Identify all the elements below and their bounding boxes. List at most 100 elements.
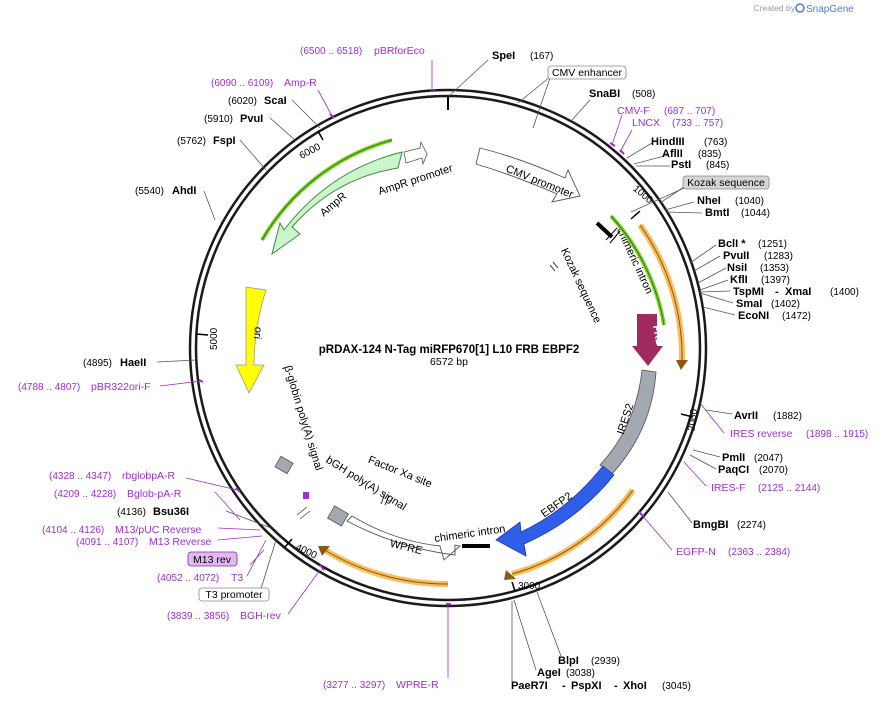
orange-region-arc-bottom-left <box>321 546 449 588</box>
site-tspmi-sep: - <box>775 286 779 298</box>
site-paqci-pos: (2070) <box>759 465 788 476</box>
ebfp2-arrow[interactable] <box>495 465 615 557</box>
frb-arrow[interactable] <box>632 314 663 366</box>
primer-m13puc-name[interactable]: M13/pUC Reverse <box>115 524 202 536</box>
primer-bghrev-range: (3839 .. 3856) <box>167 611 229 622</box>
primer-bghrev-name[interactable]: BGH-rev <box>240 610 282 622</box>
site-bcli-name[interactable]: BclI * <box>718 238 746 250</box>
primer-wprer-name[interactable]: WPRE-R <box>396 679 439 691</box>
brand-name: SnapGene <box>806 4 854 15</box>
site-bsu36i-pos: (4136) <box>117 507 146 518</box>
tick-5000: 5000 <box>209 327 220 350</box>
cmv-promoter-arrow[interactable] <box>475 147 581 203</box>
site-econi-name[interactable]: EcoNI <box>738 310 769 322</box>
primer-pbr322-range: (4788 .. 4807) <box>18 382 80 393</box>
site-kfli-name[interactable]: KflI <box>730 274 748 286</box>
site-snabi-pos: (508) <box>632 89 655 100</box>
site-bmgbi-name[interactable]: BmgBI <box>693 519 728 531</box>
kozak-box[interactable] <box>682 175 770 190</box>
primer-m13rev-name[interactable]: M13 Reverse <box>149 536 212 548</box>
site-blpi-name[interactable]: BlpI <box>558 655 579 667</box>
beta-globin-box[interactable] <box>274 455 294 475</box>
site-fspi-name[interactable]: FspI <box>213 135 236 147</box>
site-spei-name[interactable]: SpeI <box>492 50 515 62</box>
primer-t3-name[interactable]: T3 <box>231 572 243 584</box>
site-pmli-name[interactable]: PmlI <box>722 452 745 464</box>
site-tspmi-pos: (1400) <box>830 287 859 298</box>
ampr-promoter-arrow[interactable] <box>403 140 428 166</box>
site-hindiii-pos: (763) <box>704 137 727 148</box>
site-scai-pos: (6020) <box>228 96 257 107</box>
primer-iresf-name[interactable]: IRES-F <box>711 482 745 494</box>
site-paer7i-name[interactable]: PaeR7I <box>511 680 548 692</box>
created-by-label: Created by <box>753 3 795 13</box>
plasmid-size: 6572 bp <box>430 356 468 368</box>
beta-globin-label: β-globin poly(A) signal <box>281 364 324 472</box>
site-xmai-name[interactable]: XmaI <box>785 286 811 298</box>
primer-rbglob-name[interactable]: rbglobpA-R <box>122 470 176 482</box>
site-haeii-pos: (4895) <box>83 358 112 369</box>
primer-m13rev-range: (4091 .. 4107) <box>76 537 138 548</box>
site-nhei-name[interactable]: NheI <box>697 195 721 207</box>
site-psti-name[interactable]: PstI <box>671 159 691 171</box>
site-paer7i-sep1: - <box>562 680 566 692</box>
kozak-box-label: Kozak sequence <box>687 177 765 189</box>
ori-arrow[interactable] <box>235 286 267 394</box>
cmv-enhancer-box[interactable] <box>547 65 627 80</box>
site-agei-pos: (3038) <box>566 668 595 679</box>
m13rev-box[interactable] <box>187 551 238 567</box>
primer-ampr-name[interactable]: Amp-R <box>284 77 317 89</box>
site-pspxi-name[interactable]: PspXI <box>571 680 602 692</box>
site-hindiii-name[interactable]: HindIII <box>651 136 685 148</box>
site-nsii-pos: (1353) <box>760 263 789 274</box>
primer-ticks <box>198 113 644 605</box>
t3-promoter-label: T3 promoter <box>205 589 263 601</box>
site-haeii-name[interactable]: HaeII <box>120 357 146 369</box>
primer-lncx-name[interactable]: LNCX <box>632 117 660 129</box>
primer-bglob-range: (4209 .. 4228) <box>54 489 116 500</box>
site-bsu36i-name[interactable]: Bsu36I <box>153 506 189 518</box>
site-tspmi-name[interactable]: TspMI <box>733 286 764 298</box>
site-blpi-pos: (2939) <box>591 656 620 667</box>
primer-rbglob-range: (4328 .. 4347) <box>49 471 111 482</box>
ampr-arrow[interactable] <box>271 151 403 256</box>
site-aflii-name[interactable]: AflII <box>662 148 683 160</box>
site-pvuii-pos: (1283) <box>764 251 793 262</box>
site-xhoi-name[interactable]: XhoI <box>623 680 647 692</box>
frb-label: FRB <box>650 324 664 346</box>
site-pvui-name[interactable]: PvuI <box>240 113 263 125</box>
site-spei-pos: (167) <box>530 51 553 62</box>
primer-t3-range: (4052 .. 4072) <box>157 573 219 584</box>
site-avrii-name[interactable]: AvrII <box>734 410 758 422</box>
site-snabi-name[interactable]: SnaBI <box>589 88 620 100</box>
primer-cmvf-name[interactable]: CMV-F <box>617 105 650 117</box>
primer-pbrforeco-name[interactable]: pBRforEco <box>374 45 425 57</box>
primer-iresrev-range: (1898 .. 1915) <box>806 429 868 440</box>
site-nhei-pos: (1040) <box>735 196 764 207</box>
primer-iresrev-name[interactable]: IRES reverse <box>730 428 793 440</box>
t3-promoter-box[interactable] <box>198 587 270 602</box>
site-agei-name[interactable]: AgeI <box>537 667 561 679</box>
site-ahdi-name[interactable]: AhdI <box>172 185 196 197</box>
ori-label: ori <box>251 326 264 339</box>
site-smai-pos: (1402) <box>771 299 800 310</box>
wpre-arrow[interactable] <box>346 515 461 561</box>
m13rev-box-label: M13 rev <box>193 554 232 566</box>
site-smai-name[interactable]: SmaI <box>736 298 762 310</box>
site-paqci-name[interactable]: PaqCI <box>718 464 749 476</box>
bgh-polya-box[interactable] <box>327 505 349 527</box>
primer-pbr322-name[interactable]: pBR322ori-F <box>91 381 151 393</box>
site-scai-name[interactable]: ScaI <box>264 95 287 107</box>
primer-bglob-name[interactable]: Bglob-pA-R <box>127 488 182 500</box>
site-econi-pos: (1472) <box>782 311 811 322</box>
site-kfli-pos: (1397) <box>761 275 790 286</box>
site-bmti-name[interactable]: BmtI <box>705 207 729 219</box>
cmv-enhancer-label: CMV enhancer <box>552 67 623 79</box>
primer-leaders <box>159 60 725 678</box>
site-pvuii-name[interactable]: PvuII <box>723 250 749 262</box>
site-nsii-name[interactable]: NsiI <box>727 262 747 274</box>
primer-egfpn-name[interactable]: EGFP-N <box>676 546 716 558</box>
site-paer7i-pos: (3045) <box>662 681 691 692</box>
wpre-label: WPRE <box>389 538 424 558</box>
